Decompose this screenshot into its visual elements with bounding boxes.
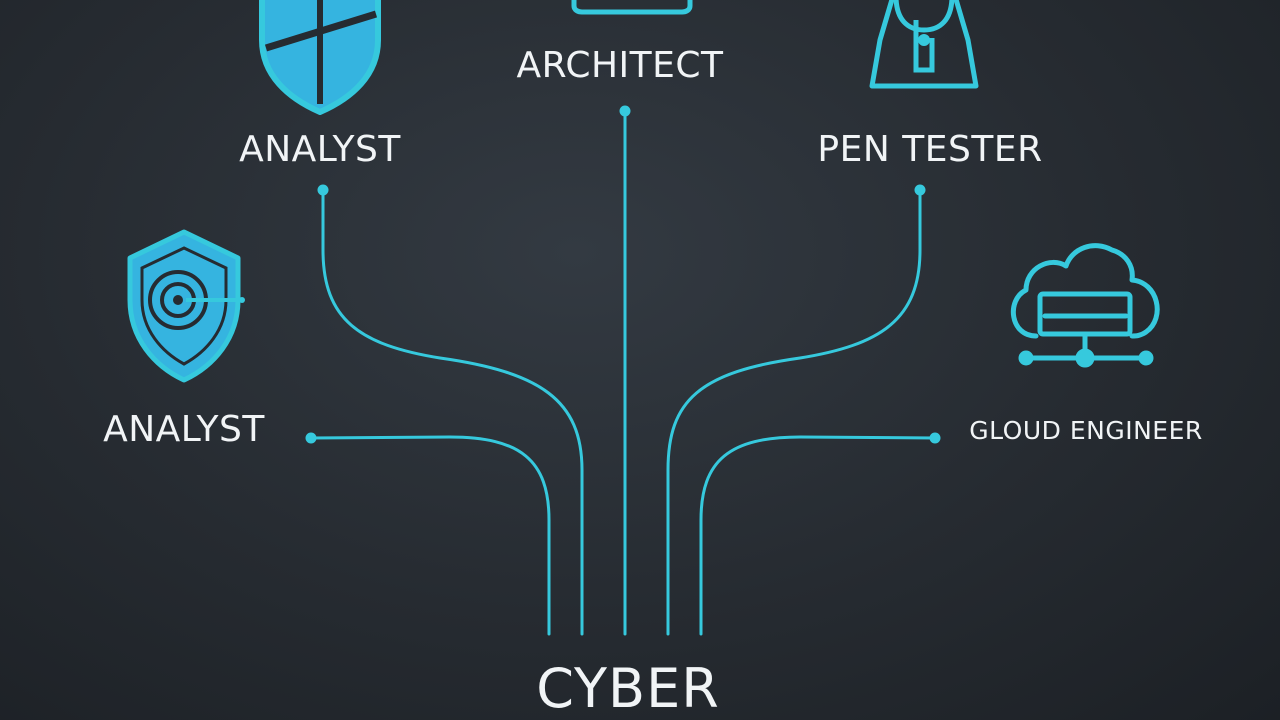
node-cloud-engineer	[929, 432, 941, 444]
connector-cloud-engineer	[699, 435, 937, 636]
connector-analyst-left	[309, 435, 551, 636]
connector-pen-tester	[666, 188, 922, 636]
node-architect	[619, 105, 631, 117]
role-label-cloud-engineer: GLOUD ENGINEER	[969, 416, 1203, 445]
keyhole-lock-icon	[869, 0, 979, 89]
node-analyst-top	[317, 184, 329, 196]
role-label-analyst-left: ANALYST	[103, 409, 265, 450]
cloud-server-icon	[1010, 243, 1160, 368]
root-label-cyber: CYBER	[536, 657, 720, 720]
role-label-architect: ARCHITECT	[516, 45, 724, 86]
role-label-pen-tester: PEN TESTER	[817, 129, 1043, 170]
connector-analyst-top	[321, 188, 584, 636]
node-analyst-left	[305, 432, 317, 444]
role-label-analyst-top: ANALYST	[239, 129, 401, 170]
shield-target-icon	[127, 229, 245, 383]
node-pen-tester	[914, 184, 926, 196]
shield-icon	[259, 0, 381, 115]
laptop-icon	[571, 0, 693, 15]
